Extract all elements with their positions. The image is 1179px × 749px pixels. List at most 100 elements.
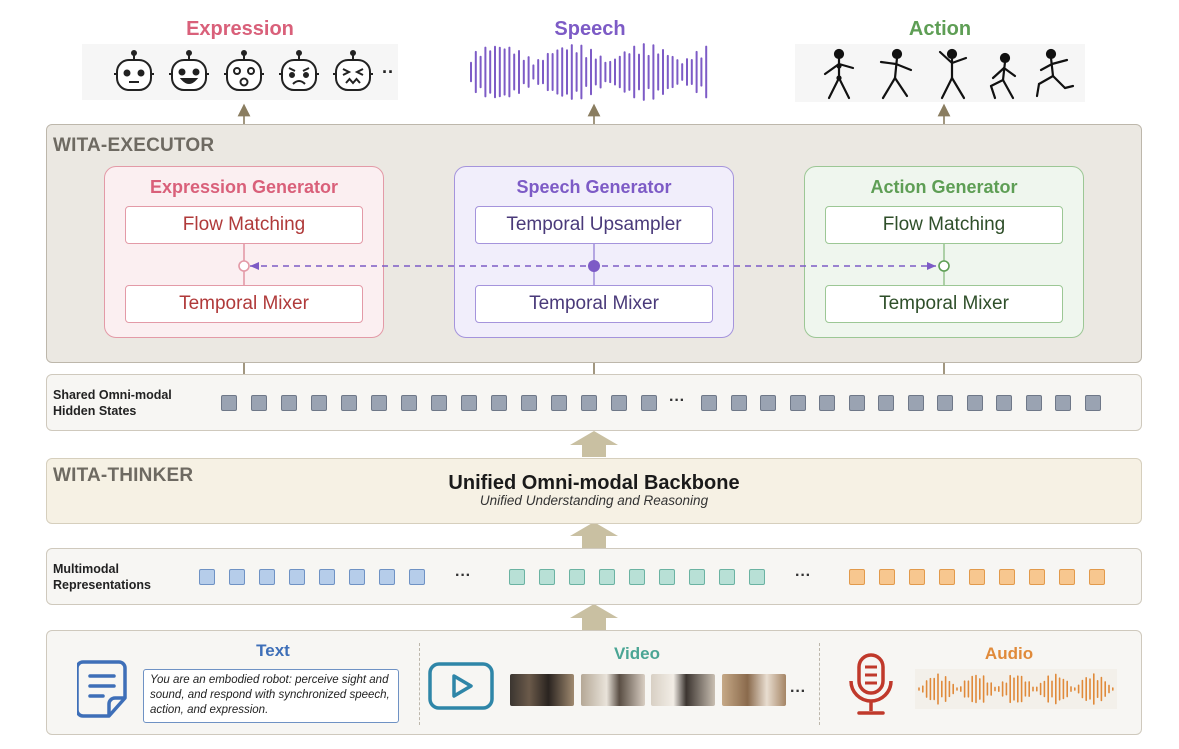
video-frame-4 [722,674,786,706]
video-frame-3 [651,674,715,706]
token-square [611,395,627,411]
stick-figures-icons [823,48,1075,100]
expression-output-title: Expression [186,18,294,40]
action-figures-strip [795,44,1085,102]
video-ellipsis: ··· [790,683,806,700]
token-square [1025,395,1042,411]
video-frame-2 [581,674,645,706]
token-square [760,395,776,411]
token-square [749,569,765,585]
executor-label: WITA-EXECUTOR [53,135,215,156]
speech-generator-title: Speech Generator [516,177,672,197]
multimodal-ellipsis-1: ··· [455,567,471,584]
token-square [939,569,955,585]
token-square [319,569,335,585]
text-prompt-box: You are an embodied robot: perceive sigh… [143,669,399,723]
token-square [251,395,267,411]
token-square [878,395,894,411]
token-square [1055,395,1071,411]
token-square [848,395,865,411]
action-generator-title: Action Generator [870,177,1018,197]
token-square [521,395,537,411]
speech-waveform-icon [470,43,708,101]
speech-waveform [465,40,715,104]
token-square [599,569,615,585]
audio-waveform [915,669,1117,709]
token-square [689,569,705,585]
thinker-panel: WITA-THINKER Unified Omni-modal Backbone… [46,458,1142,524]
thinker-backbone-title: Unified Omni-modal Backbone [448,472,740,494]
hidden-states-label-line1: Shared Omni-modal [53,388,172,402]
action-temporal-mixer: Temporal Mixer [825,285,1063,323]
token-square [1029,569,1045,585]
thinker-backbone-subtitle: Unified Understanding and Reasoning [479,493,709,508]
divider-2 [819,643,820,725]
hidden-states-ellipsis: ··· [669,392,685,409]
audio-input-title: Audio [984,644,1034,663]
action-output-title: Action [908,18,972,40]
token-square [281,395,297,411]
multimodal-label-line1: Multimodal [53,562,119,576]
token-square [1089,569,1105,585]
token-square [999,569,1015,585]
token-square [701,395,717,411]
multimodal-ellipsis-2: ··· [795,567,811,584]
thinker-label: WITA-THINKER [53,465,194,486]
token-square [1059,569,1075,585]
token-square [371,395,387,411]
text-input-title: Text [256,641,290,660]
play-icon [427,661,497,716]
token-square [789,395,806,411]
expression-generator-title: Expression Generator [149,177,339,197]
token-square [849,569,865,585]
speech-temporal-upsampler: Temporal Upsampler [475,206,713,244]
video-frame-1 [510,674,574,706]
token-square [909,569,925,585]
token-square [259,569,275,585]
token-square [966,395,983,411]
token-square [879,569,895,585]
token-square [551,395,567,411]
video-input-title: Video [614,644,660,663]
token-square [349,569,365,585]
inputs-panel: Text You are an embodied robot: perceive… [46,630,1142,735]
document-icon [75,659,133,726]
token-square [937,395,953,411]
token-square [907,395,924,411]
hidden-states-panel: Shared Omni-modal Hidden States ··· [46,374,1142,431]
token-square [569,569,585,585]
token-square [730,395,747,411]
token-square [969,569,985,585]
audio-waveform-icon [918,673,1114,705]
token-square [401,395,417,411]
token-square [509,569,525,585]
multimodal-label: Multimodal Representations [53,561,151,593]
multimodal-label-line2: Representations [53,578,151,592]
token-square [539,569,555,585]
expression-faces-strip: ·· [82,44,398,100]
token-square [311,395,327,411]
divider-1 [419,643,420,725]
token-square [409,569,425,585]
multimodal-panel: Multimodal Representations ··· ··· [46,548,1142,605]
expression-flow-matching: Flow Matching [125,206,363,244]
action-flow-matching: Flow Matching [825,206,1063,244]
token-square [491,395,507,411]
expression-more-dots: ·· [382,62,394,82]
token-square [996,395,1012,411]
token-square [641,395,657,411]
token-square [229,569,245,585]
token-square [629,569,645,585]
expression-generator: Expression Generator Flow Matching Tempo… [104,166,384,338]
token-square [719,569,735,585]
hidden-states-label-line2: Hidden States [53,404,137,418]
token-square [461,395,477,411]
token-square [221,395,237,411]
hidden-states-label: Shared Omni-modal Hidden States [53,387,172,419]
token-square [341,395,357,411]
speech-temporal-mixer: Temporal Mixer [475,285,713,323]
microphone-icon [845,651,897,726]
speech-output-title: Speech [554,18,626,40]
